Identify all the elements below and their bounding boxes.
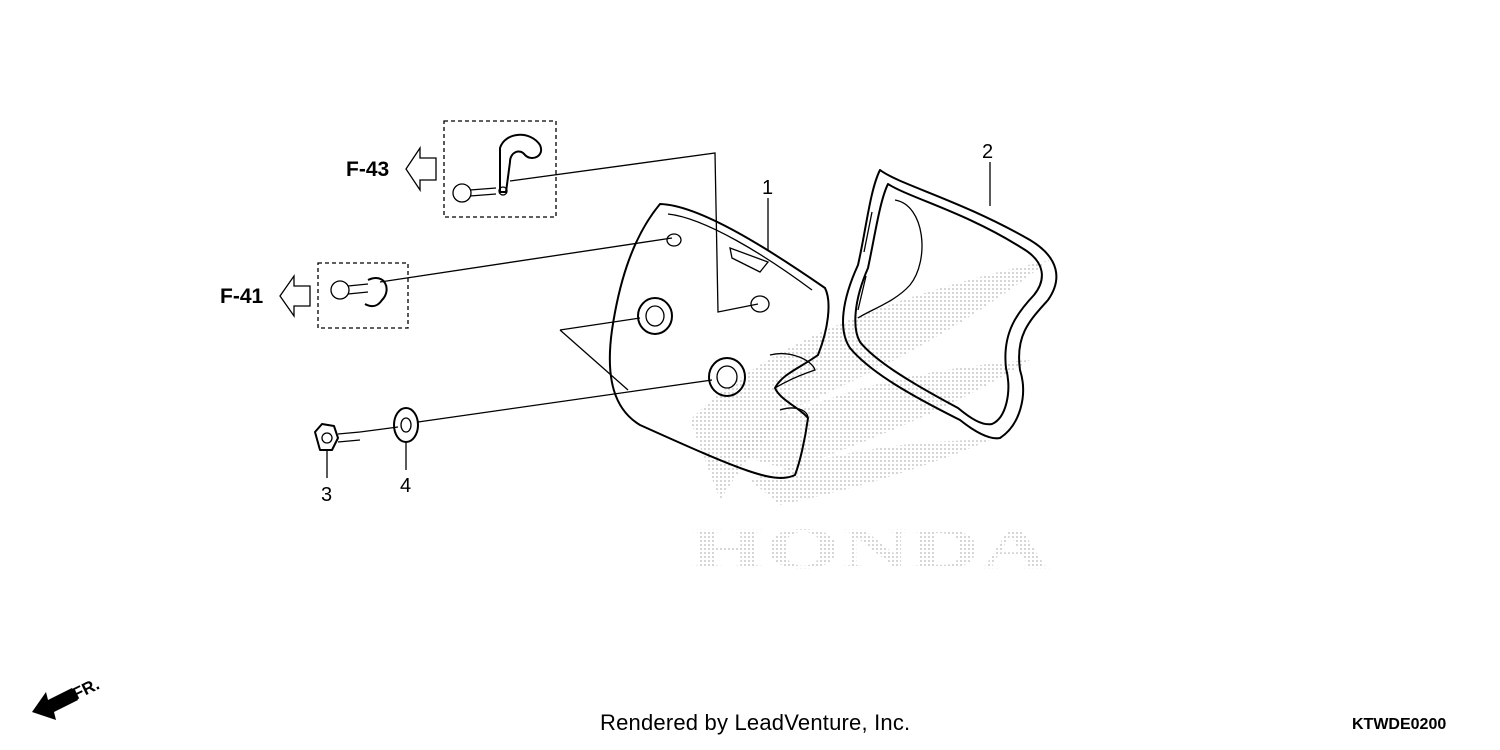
reference-label-f43[interactable]: F-43 bbox=[346, 158, 389, 181]
render-credit: Rendered by LeadVenture, Inc. bbox=[600, 710, 911, 735]
part-number-1: 1 bbox=[762, 177, 773, 199]
part-number-2: 2 bbox=[982, 141, 993, 163]
clip-assembly-f41[interactable] bbox=[317, 262, 409, 329]
reference-arrow-f41[interactable] bbox=[279, 273, 311, 319]
washer-part[interactable] bbox=[393, 407, 419, 443]
gasket-part[interactable] bbox=[842, 169, 1058, 440]
part-number-3: 3 bbox=[321, 484, 332, 506]
part-number-4: 4 bbox=[400, 475, 411, 497]
clamp-assembly-f43[interactable] bbox=[443, 120, 557, 218]
diagram-code: KTWDE0200 bbox=[1352, 716, 1447, 733]
head-cover-part[interactable] bbox=[608, 203, 830, 479]
honda-wing-logo bbox=[690, 260, 1050, 505]
front-direction-arrow-icon bbox=[32, 688, 78, 720]
bolt-part[interactable] bbox=[314, 423, 361, 451]
reference-label-f41[interactable]: F-41 bbox=[220, 285, 264, 308]
reference-arrow-f43[interactable] bbox=[405, 145, 437, 193]
leader-lines bbox=[326, 152, 991, 478]
honda-watermark: HONDA bbox=[690, 516, 1050, 581]
